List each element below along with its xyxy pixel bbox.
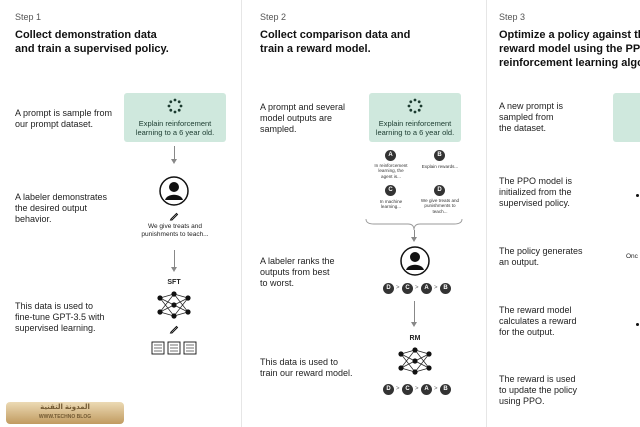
bullet-dot (636, 194, 639, 197)
prompt-text: learning to a 6 year old. (135, 128, 215, 137)
rank-badge: C (402, 384, 413, 395)
prompt-text: Explain reinforcement (378, 119, 452, 128)
prompt-text: Explain reinforcement (138, 119, 212, 128)
prompt-card (613, 93, 640, 142)
rank-badge: A (421, 384, 432, 395)
step-label: Step 2 (260, 12, 287, 22)
loading-icon (167, 98, 183, 114)
greater-than-icon: > (415, 285, 419, 291)
column-divider (241, 0, 242, 427)
prompt-card: Explain reinforcement learning to a 6 ye… (369, 93, 461, 142)
partial-output-text: Onc (626, 253, 638, 260)
arrow-head (171, 267, 177, 272)
arrow-head (171, 159, 177, 164)
output-badge: C (385, 185, 396, 196)
model-label: RM (409, 335, 421, 342)
documents-icon (151, 341, 197, 355)
greater-than-icon: > (434, 285, 438, 291)
output-badge: A (385, 150, 396, 161)
step-title: Collect comparison data and train a rewa… (260, 29, 411, 55)
arrow-head (411, 237, 417, 242)
neural-network-icon (157, 291, 191, 319)
arrow-head (411, 322, 417, 327)
rank-badge: B (440, 283, 451, 294)
rank-badge: C (402, 283, 413, 294)
greater-than-icon: > (415, 386, 419, 392)
bullet-dot (636, 323, 639, 326)
prompt-text: learning to a 6 year old. (375, 128, 455, 137)
flow-arrow (174, 250, 175, 268)
flow-arrow (414, 301, 415, 323)
neural-network-icon (398, 347, 432, 375)
greater-than-icon: > (434, 386, 438, 392)
labeler-avatar-icon (400, 246, 430, 276)
column-divider (486, 0, 487, 427)
rank-badge: D (383, 384, 394, 395)
rank-badge: A (421, 283, 432, 294)
watermark-logo: المدونة التقنية WWW.TECHNO BLOG (6, 402, 124, 424)
flow-arrow (174, 146, 175, 160)
prompt-card: Explain reinforcement learning to a 6 ye… (124, 93, 226, 142)
output-badge: D (434, 185, 445, 196)
model-label: SFT (167, 279, 181, 286)
step-label: Step 3 (499, 12, 526, 22)
greater-than-icon: > (396, 386, 400, 392)
pencil-icon (169, 212, 179, 221)
greater-than-icon: > (396, 285, 400, 291)
output-badge: B (434, 150, 445, 161)
step-title: Optimize a policy against the reward mod… (499, 29, 640, 69)
step-title: Collect demonstration data and train a s… (15, 29, 169, 55)
step-label: Step 1 (15, 12, 42, 22)
rank-badge: D (383, 283, 394, 294)
labeler-avatar-icon (159, 176, 189, 206)
pencil-icon (169, 325, 179, 334)
output-text: Explain rewards... (421, 164, 459, 169)
loading-icon (407, 98, 423, 114)
rank-badge: B (440, 384, 451, 395)
flow-arrow (414, 230, 415, 238)
